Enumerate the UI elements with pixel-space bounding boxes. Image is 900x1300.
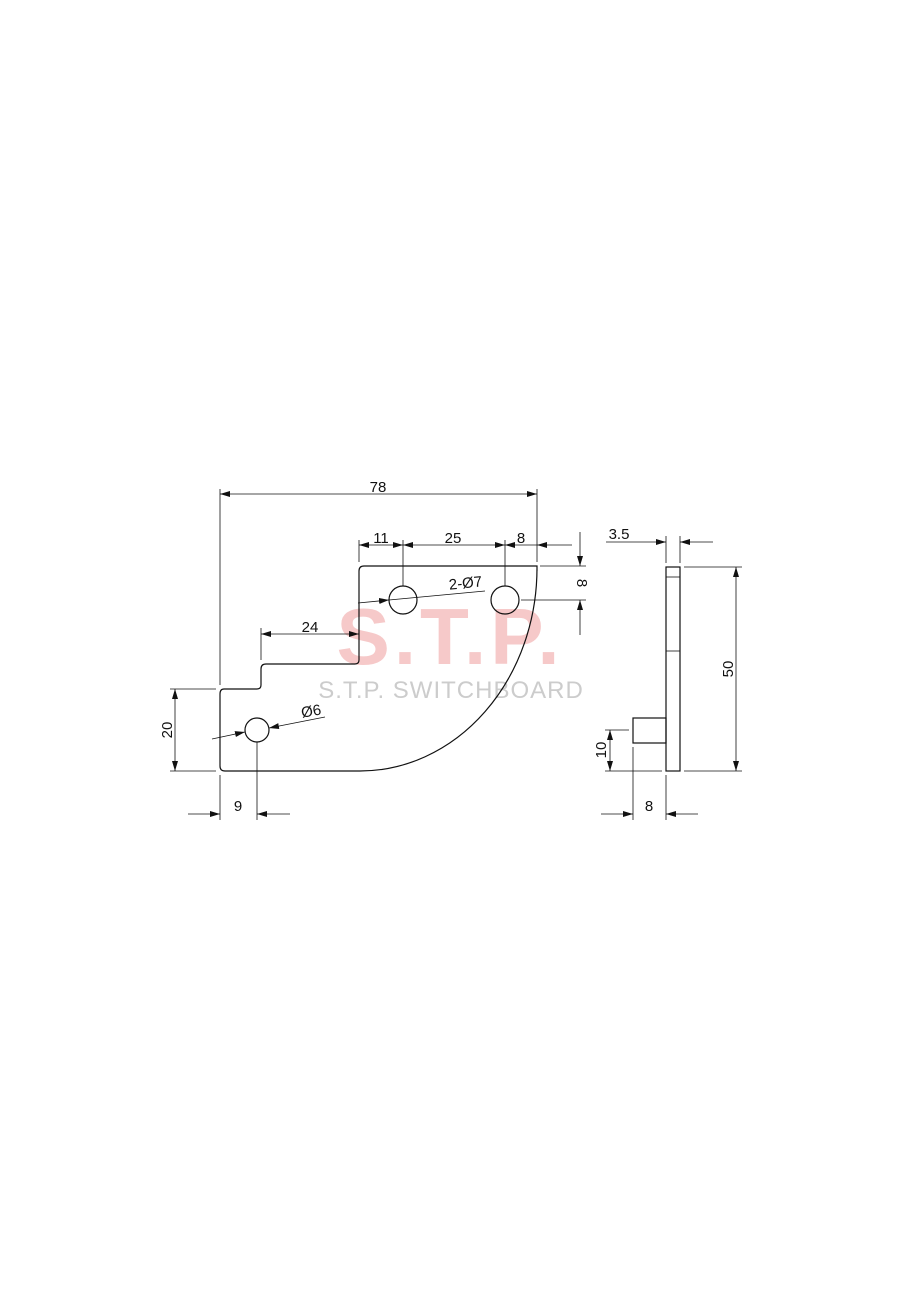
dim-step-length: 24	[302, 619, 319, 636]
dim-boss-height: 10	[593, 742, 610, 759]
callout-lower-hole: Ø6	[300, 701, 323, 721]
dim-overall-width: 78	[370, 479, 387, 496]
callout-upper-holes: 2-Ø7	[448, 573, 483, 593]
dim-hole-offset-right: 8	[517, 530, 525, 547]
front-view-outline	[219, 565, 538, 772]
front-dimension-lines	[172, 491, 583, 817]
lower-hole	[244, 717, 270, 743]
side-view: 3.5 50 10 8	[593, 526, 742, 820]
dim-height: 50	[720, 661, 737, 678]
side-view-plate	[665, 566, 681, 772]
watermark-logo: S.T.P.	[336, 592, 563, 681]
dim-hole-pitch: 25	[445, 530, 462, 547]
dim-hole-offset-left: 11	[373, 530, 389, 547]
side-view-boss	[632, 717, 667, 744]
side-extension-lines	[605, 536, 742, 820]
dim-boss-depth: 8	[645, 798, 653, 815]
dim-small-hole-offset: 9	[234, 798, 242, 815]
dim-lower-height: 20	[159, 722, 176, 739]
dim-hole-offset-top: 8	[573, 579, 590, 587]
front-view: 78 11 25 8 8 24 20 9 2-Ø7 Ø6	[159, 479, 590, 820]
side-dimension-lines	[601, 539, 739, 817]
watermark-company: S.T.P. SWITCHBOARD	[318, 677, 584, 704]
front-extension-lines	[170, 489, 586, 820]
watermark: S.T.P. S.T.P. SWITCHBOARD	[318, 592, 584, 704]
dim-thickness: 3.5	[609, 526, 630, 543]
